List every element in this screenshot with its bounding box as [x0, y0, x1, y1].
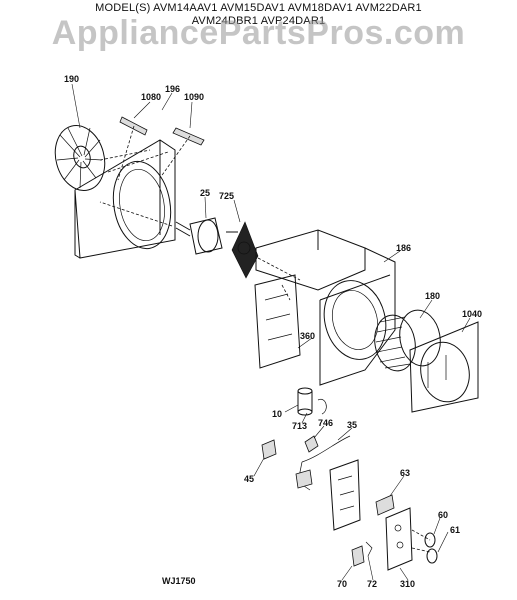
model-list-line-1: MODEL(S) AVM14AAV1 AVM15DAV1 AVM18DAV1 A… — [95, 2, 422, 14]
capacitor-drawing — [297, 387, 327, 416]
part-label-72: 72 — [367, 579, 378, 589]
part-label-196: 196 — [165, 84, 181, 94]
part-label-746: 746 — [318, 418, 334, 428]
part-label-35: 35 — [347, 420, 358, 430]
part-label-186: 186 — [396, 243, 412, 253]
model-list-header: MODEL(S) AVM14AAV1 AVM15DAV1 AVM18DAV1 A… — [0, 2, 517, 28]
orifice-plate-drawing — [409, 321, 479, 413]
part-label-45: 45 — [244, 474, 255, 484]
blower-housing-drawing — [255, 229, 396, 386]
control-panel-drawing — [385, 507, 431, 571]
part-label-1090: 1090 — [184, 92, 205, 102]
part-label-310: 310 — [400, 579, 416, 589]
leader-lines — [71, 83, 471, 581]
fan-blade-drawing — [54, 125, 106, 191]
part-label-63: 63 — [400, 468, 411, 478]
control-plate-drawing — [254, 274, 301, 369]
part-label-725: 725 — [219, 191, 235, 201]
switch-drawing — [261, 439, 277, 460]
part-label-1080: 1080 — [141, 92, 162, 102]
model-list-line-2: AVM24DBR1 AVP24DAR1 — [191, 15, 326, 27]
fan-shroud-drawing — [74, 139, 176, 259]
part-label-70: 70 — [337, 579, 348, 589]
part-label-10: 10 — [272, 409, 283, 419]
part-label-713: 713 — [292, 421, 308, 431]
clips-drawing — [117, 116, 205, 181]
blower-wheel-drawing — [374, 309, 441, 372]
part-label-190: 190 — [64, 74, 80, 84]
part-label-61: 61 — [450, 525, 461, 535]
lower-fittings-drawing — [351, 541, 373, 567]
part-label-60: 60 — [438, 510, 449, 520]
wiring-harness-drawing — [295, 435, 351, 491]
control-box-drawing — [329, 459, 395, 531]
knobs-drawing — [424, 532, 438, 564]
diagram-code: WJ1750 — [162, 576, 196, 586]
motor-drawing — [99, 201, 301, 281]
part-label-1040: 1040 — [462, 309, 483, 319]
part-label-180: 180 — [425, 291, 441, 301]
part-label-25: 25 — [200, 188, 211, 198]
part-label-360: 360 — [300, 331, 316, 341]
